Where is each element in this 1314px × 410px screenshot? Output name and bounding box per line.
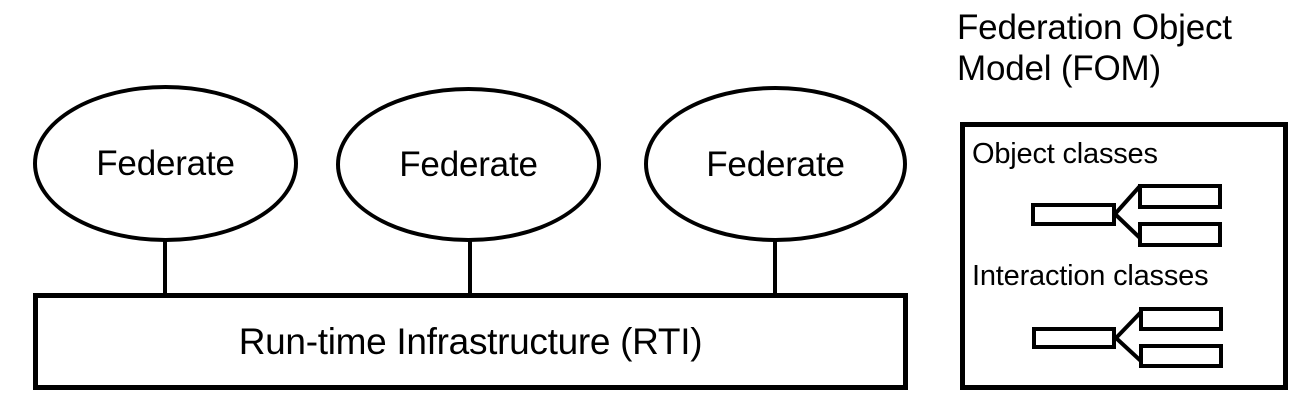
fom-section-label-interaction-classes: Interaction classes (972, 260, 1209, 292)
connector-federate-2-to-rti (468, 240, 472, 295)
interaction-class-child-box-2[interactable] (1139, 344, 1223, 368)
federate-label-2: Federate (399, 145, 538, 184)
rti-box[interactable]: Run-time Infrastructure (RTI) (33, 293, 908, 390)
connector-federate-1-to-rti (163, 240, 167, 295)
federate-node-1[interactable]: Federate (33, 85, 298, 242)
interaction-class-child-box-1[interactable] (1139, 307, 1223, 331)
fom-title: Federation Object Model (FOM) (957, 8, 1232, 88)
federate-label-1: Federate (96, 144, 235, 183)
federate-node-2[interactable]: Federate (336, 87, 601, 242)
object-class-child-box-2[interactable] (1138, 222, 1222, 247)
fom-section-label-object-classes: Object classes (972, 138, 1158, 170)
interaction-classes-generalization-connector (1114, 309, 1144, 364)
federate-node-3[interactable]: Federate (644, 86, 907, 242)
interaction-class-parent-box[interactable] (1032, 327, 1116, 349)
object-classes-generalization-connector (1113, 184, 1142, 240)
federate-label-3: Federate (706, 144, 845, 184)
object-class-child-box-1[interactable] (1138, 184, 1222, 209)
connector-federate-3-to-rti (773, 240, 777, 295)
rti-label: Run-time Infrastructure (RTI) (238, 321, 703, 362)
object-class-parent-box[interactable] (1031, 203, 1116, 226)
